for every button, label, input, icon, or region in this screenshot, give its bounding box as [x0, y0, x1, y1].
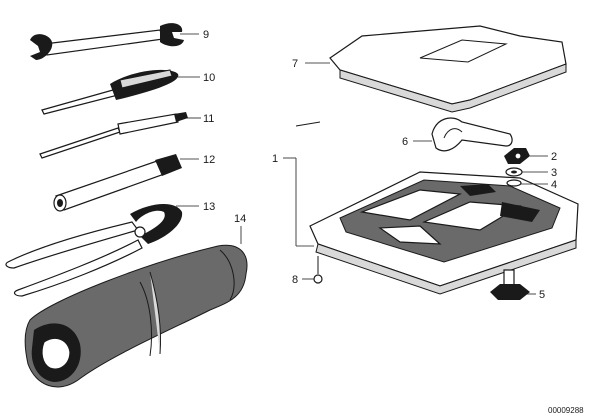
spring-washer — [506, 179, 548, 187]
callout-14: 14 — [234, 213, 246, 225]
wing-nut — [504, 148, 548, 164]
loose-line — [295, 121, 321, 127]
screwdriver — [41, 69, 200, 115]
callout-8: 8 — [292, 274, 298, 286]
box-spanner — [53, 154, 199, 212]
callout-7: 7 — [292, 58, 298, 70]
pliers — [5, 203, 199, 297]
drift-punch — [39, 112, 201, 159]
retaining-strap — [413, 117, 513, 152]
callout-9: 9 — [203, 29, 209, 41]
open-end-wrench — [30, 23, 199, 60]
tool-roll-bag — [24, 226, 248, 388]
wing-bolt — [490, 269, 536, 300]
callout-1: 1 — [272, 153, 278, 165]
screw — [302, 256, 323, 284]
callout-4: 4 — [551, 179, 557, 191]
callout-11: 11 — [203, 113, 214, 125]
tool-tray — [283, 157, 579, 295]
callout-12: 12 — [203, 154, 215, 166]
callout-10: 10 — [203, 72, 215, 84]
callout-2: 2 — [551, 151, 557, 163]
callout-5: 5 — [539, 289, 545, 301]
drawing-code: 00009288 — [548, 406, 584, 415]
callout-3: 3 — [551, 167, 557, 179]
tool-tray-mat — [305, 25, 567, 113]
callout-13: 13 — [203, 201, 215, 213]
washer — [505, 167, 548, 177]
callout-6: 6 — [402, 136, 408, 148]
